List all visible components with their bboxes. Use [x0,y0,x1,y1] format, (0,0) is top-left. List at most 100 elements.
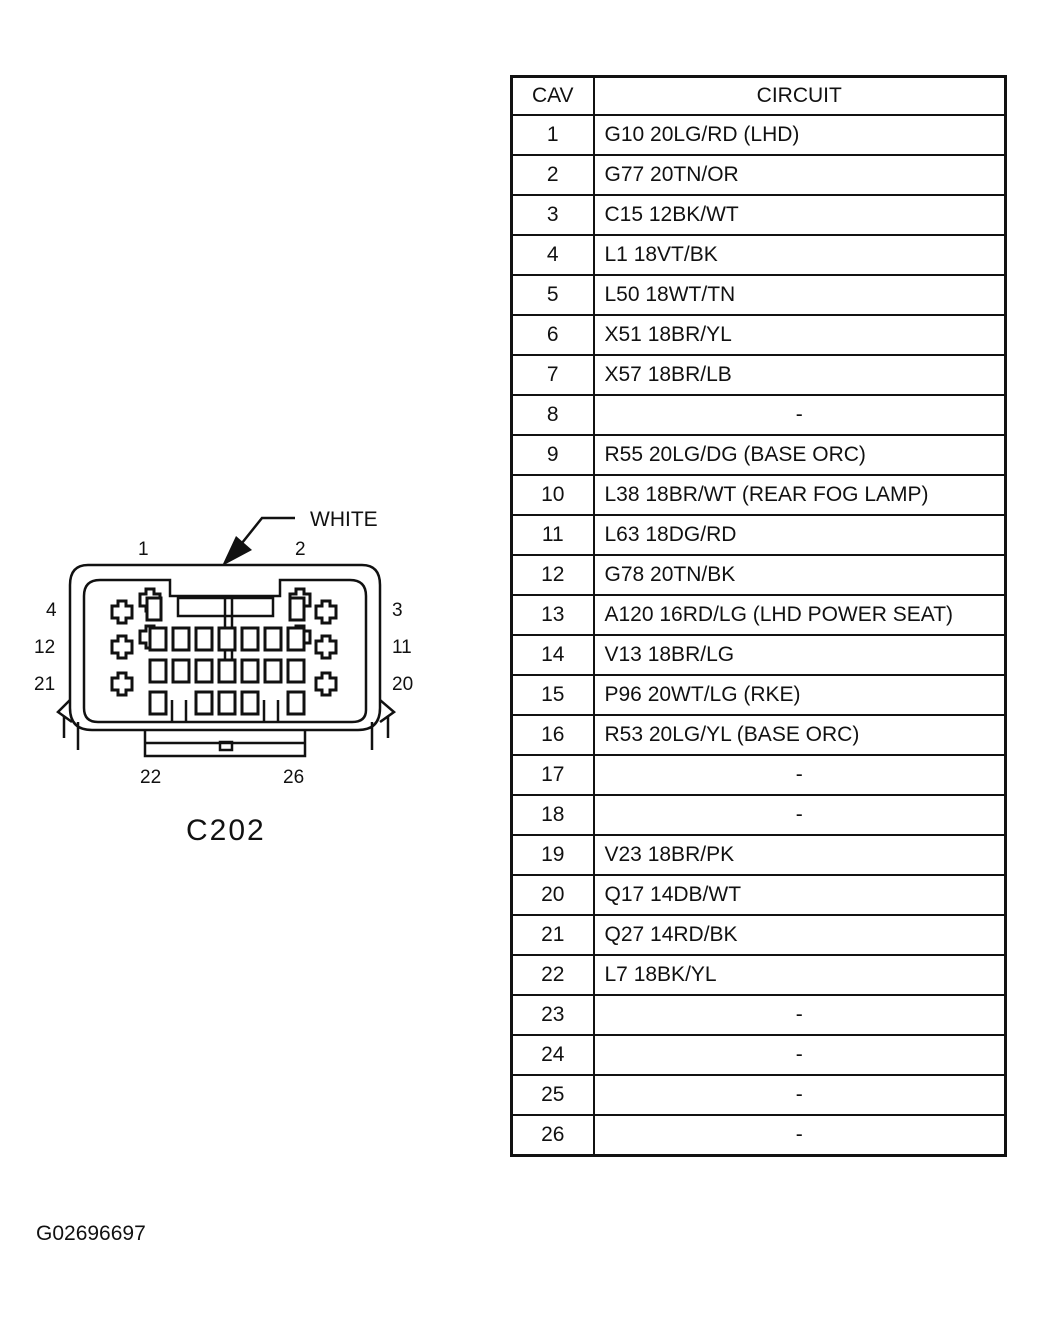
cav-number: 15 [510,674,595,716]
cavity-terminal [171,626,191,652]
cavity-terminal [240,626,260,652]
housing-color-label: WHITE [310,508,378,531]
cav-number: 12 [510,554,595,596]
circuit-value: - [592,1034,1007,1076]
figure-id: G02696697 [36,1222,146,1245]
circuit-value: L7 18BK/YL [592,954,1007,996]
cav-number: 3 [510,194,595,236]
cavity-terminal [286,658,306,684]
side-cavity [314,599,338,625]
circuit-value: A120 16RD/LG (LHD POWER SEAT) [592,594,1007,636]
cavity-terminal [240,658,260,684]
pin-label-right-row2: 11 [392,637,412,658]
pin-label-bottom-right: 26 [283,767,304,788]
connector-name: C202 [186,814,266,847]
circuit-value: - [592,994,1007,1036]
circuit-value: G78 20TN/BK [592,554,1007,596]
circuit-value: P96 20WT/LG (RKE) [592,674,1007,716]
pin-label-right-row3: 20 [392,674,413,695]
circuit-column-header: CIRCUIT [592,75,1007,116]
circuit-value: - [592,794,1007,836]
cav-number: 16 [510,714,595,756]
cav-number: 18 [510,794,595,836]
pin-label-left-row3: 21 [34,674,55,695]
table-header-row: CAV CIRCUIT [510,75,1007,116]
side-cavity [110,599,134,625]
cavity-terminal [194,658,214,684]
cav-number: 21 [510,914,595,956]
cav-number: 2 [510,154,595,196]
circuit-value: - [592,394,1007,436]
cavity-terminal [171,658,191,684]
circuit-value: L38 18BR/WT (REAR FOG LAMP) [592,474,1007,516]
circuit-value: G77 20TN/OR [592,154,1007,196]
cavity-terminal [148,658,168,684]
pin-label-top-left: 1 [138,539,149,560]
side-cavity [314,634,338,660]
cavity-terminal [286,626,306,652]
pin-label-left-row1: 4 [46,600,57,621]
cavity-terminal [240,690,260,716]
cav-number: 11 [510,514,595,556]
cavity-terminal [148,626,168,652]
connector-cavities [110,587,338,716]
cavity-terminal [148,690,168,716]
cav-number: 4 [510,234,595,276]
cav-number: 23 [510,994,595,1036]
cav-number: 17 [510,754,595,796]
circuit-value: V23 18BR/PK [592,834,1007,876]
cav-number: 8 [510,394,595,436]
circuit-value: - [592,1114,1007,1157]
circuit-value: R53 20LG/YL (BASE ORC) [592,714,1007,756]
table-row: 25- [510,1074,1007,1116]
circuit-value: X57 18BR/LB [592,354,1007,396]
cavity-terminal [288,596,306,622]
cavity-terminal [263,626,283,652]
circuit-value: - [592,754,1007,796]
connector-diagram: WHITE 1 2 4 12 21 3 11 20 22 26 C202 [34,508,413,847]
cavity-terminal [263,658,283,684]
cavity-terminal [217,690,237,716]
cavity-terminal [194,626,214,652]
side-cavity [110,634,134,660]
pin-label-right-row1: 3 [392,600,403,621]
cav-number: 9 [510,434,595,476]
cav-number: 13 [510,594,595,636]
cav-number: 7 [510,354,595,396]
color-callout-arrow [222,516,295,566]
cav-number: 22 [510,954,595,996]
table-row: 24- [510,1034,1007,1076]
pin-label-left-row2: 12 [34,637,55,658]
cavity-terminal [194,690,214,716]
circuit-value: Q17 14DB/WT [592,874,1007,916]
cav-number: 14 [510,634,595,676]
pin-label-bottom-left: 22 [140,767,161,788]
side-cavity [110,671,134,697]
cav-number: 1 [510,114,595,156]
side-cavity [314,671,338,697]
cav-number: 20 [510,874,595,916]
circuit-value: X51 18BR/YL [592,314,1007,356]
table-row: 18- [510,794,1007,836]
cav-number: 5 [510,274,595,316]
cavity-terminal [145,596,163,622]
cavity-terminal [286,690,306,716]
cav-number: 19 [510,834,595,876]
